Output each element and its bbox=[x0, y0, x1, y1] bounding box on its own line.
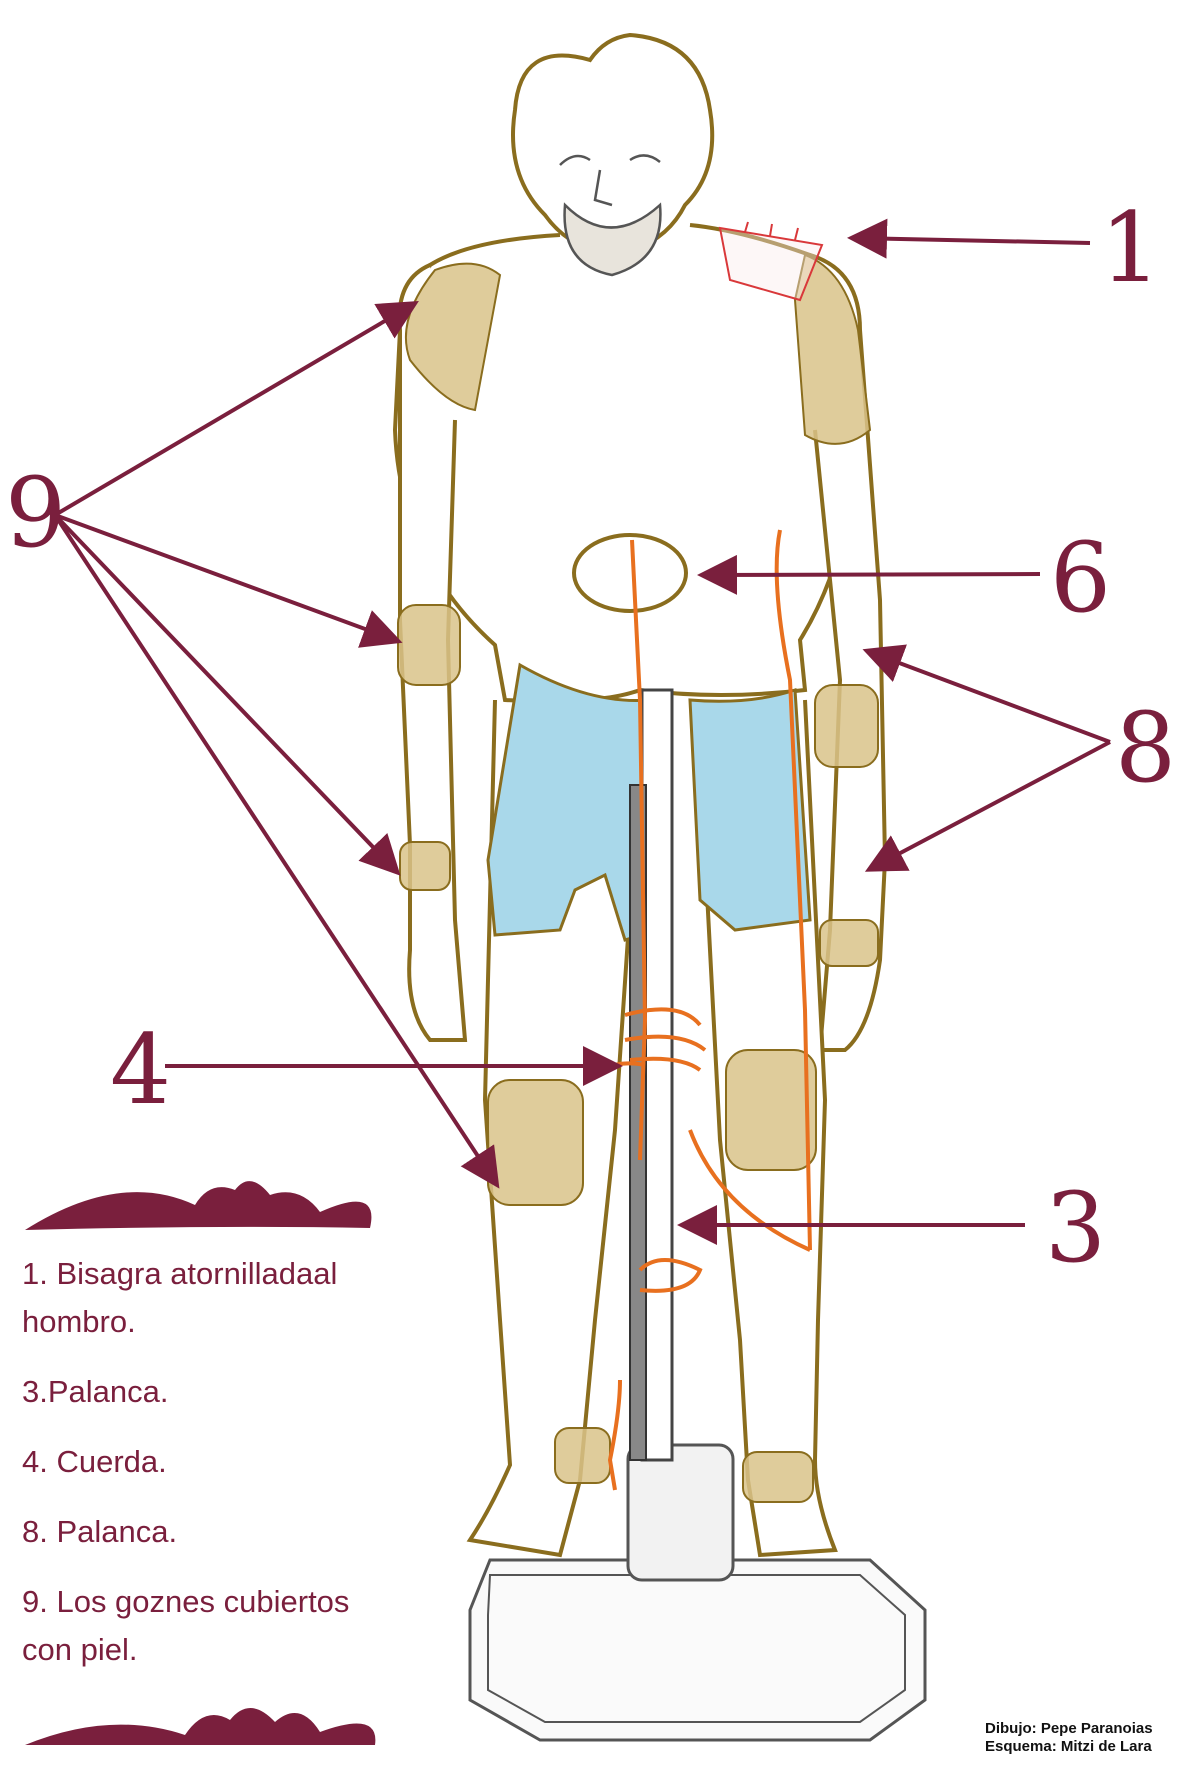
credit-scheme: Esquema: Mitzi de Lara bbox=[985, 1738, 1153, 1756]
credit-drawing: Dibujo: Pepe Paranoias bbox=[985, 1720, 1153, 1738]
lever-pole bbox=[630, 690, 672, 1460]
legend-list: 1. Bisagra atornilladaal hombro. 3.Palan… bbox=[22, 1250, 382, 1696]
callout-8: 8 bbox=[1115, 700, 1176, 796]
legend-item: 8. Palanca. bbox=[22, 1508, 382, 1556]
legend-ornament-bottom bbox=[25, 1708, 375, 1745]
waist-opening bbox=[574, 535, 686, 611]
legend-item: 3.Palanca. bbox=[22, 1368, 382, 1416]
legend-ornament-top bbox=[25, 1181, 371, 1230]
callout-3: 3 bbox=[1045, 1180, 1106, 1276]
legend-item: 1. Bisagra atornilladaal hombro. bbox=[22, 1250, 382, 1346]
callout-1: 1 bbox=[1100, 200, 1161, 296]
callout-9: 9 bbox=[5, 465, 66, 561]
legend-item: 4. Cuerda. bbox=[22, 1438, 382, 1486]
credits: Dibujo: Pepe Paranoias Esquema: Mitzi de… bbox=[985, 1720, 1153, 1756]
callout-6: 6 bbox=[1050, 530, 1111, 626]
legend-item: 9. Los goznes cubiertos con piel. bbox=[22, 1578, 382, 1674]
callout-4: 4 bbox=[110, 1022, 171, 1118]
